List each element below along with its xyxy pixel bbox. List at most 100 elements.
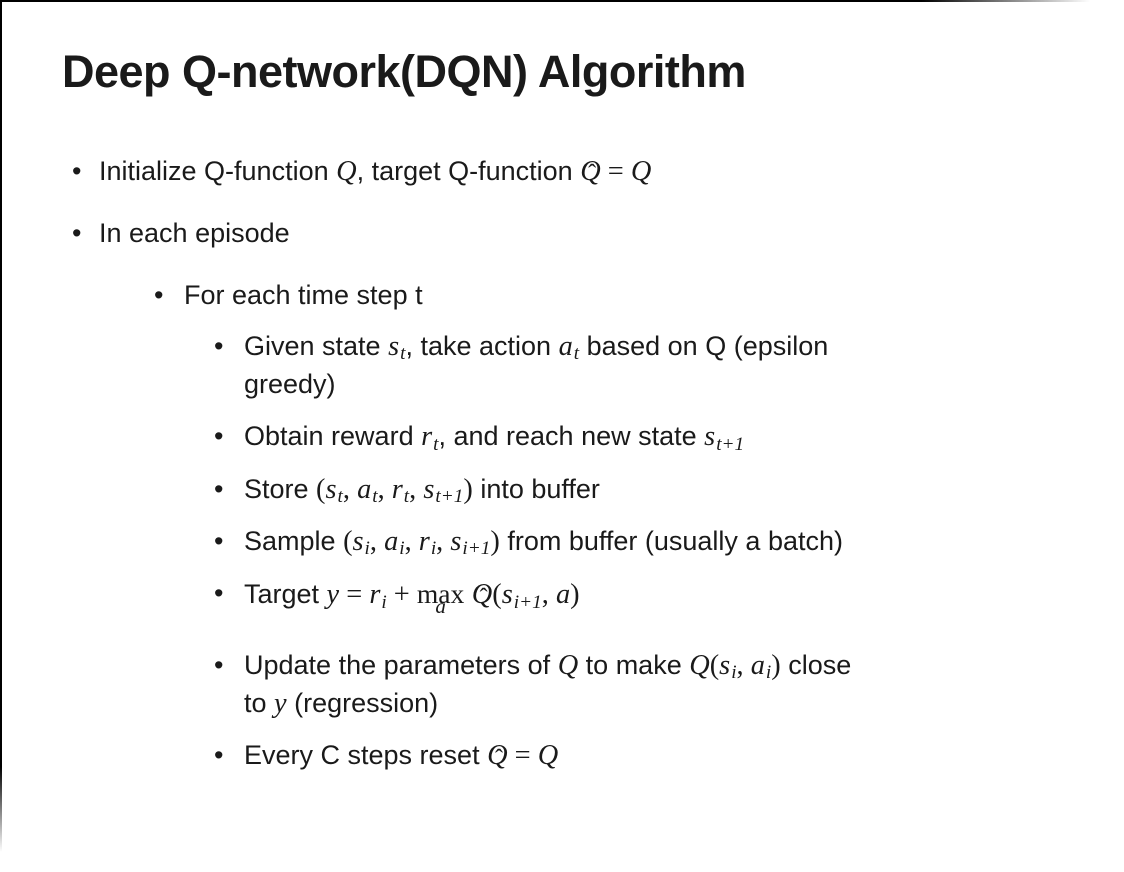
text-run: (regression) <box>286 688 439 719</box>
bullet-text: Store (st, at, rt, st+1) into buffer <box>244 470 600 508</box>
math-base: y <box>326 579 340 611</box>
math-base: s <box>704 421 716 453</box>
bullet-item: • In each episode <box>62 214 1090 252</box>
math-base: r <box>391 473 403 505</box>
operator-run: , <box>369 526 385 558</box>
slide-border-top <box>0 0 1124 2</box>
math-var: Q <box>689 650 709 681</box>
hat-accent-icon: ˆ <box>494 745 503 772</box>
math-var: si+1 <box>501 579 542 613</box>
slide-content: Deep Q-network(DQN) Algorithm •Initializ… <box>62 46 1090 774</box>
math-base: s <box>450 526 462 558</box>
math-var: ai <box>751 650 772 682</box>
bullet-item: •Update the parameters of Q to make Q(si… <box>62 646 1090 723</box>
math-base: a <box>384 526 399 558</box>
math-var: st+1 <box>423 473 464 507</box>
bullet-text: Initialize Q-function Q, target Q-functi… <box>99 152 651 190</box>
bullet-item: • For each time step t <box>62 276 1090 314</box>
text-run: Store <box>244 473 317 504</box>
math-base: Q <box>557 649 579 681</box>
slide-border-left <box>0 0 2 852</box>
subscript: t <box>433 433 439 455</box>
bullet-text: Update the parameters of Q to make Q(si,… <box>244 646 851 723</box>
math-base: Q <box>537 740 559 772</box>
math-base: s <box>388 330 400 362</box>
math-base: s <box>719 649 731 681</box>
math-base: s <box>325 473 337 505</box>
bullet-item: • Sample (si, ai, ri, si+1) from buffer (… <box>62 522 1090 560</box>
bullet-marker-icon: • <box>154 280 164 311</box>
math-var: ai <box>384 526 405 558</box>
text-run: Target <box>244 579 327 610</box>
math-var: rt <box>391 473 409 506</box>
math-var: st <box>388 330 405 363</box>
bullet-text: Sample (si, ai, ri, si+1) from buffer (u… <box>244 522 843 560</box>
math-base: Q <box>336 155 357 187</box>
subscript: i <box>364 538 370 560</box>
math-var: st+1 <box>704 421 744 454</box>
text-run: from buffer (usually a batch) <box>499 526 843 557</box>
subscript: t <box>337 485 343 507</box>
bullet-item: •Initialize Q-function Q, target Q-funct… <box>62 152 1090 190</box>
math-var: ri <box>419 526 437 560</box>
math-var: st <box>325 473 343 507</box>
operator-run: ( <box>316 473 326 505</box>
text-run: close <box>780 649 852 680</box>
math-base: r <box>369 579 381 611</box>
math-var: si <box>352 526 370 560</box>
math-base: Q <box>689 649 710 681</box>
math-var: y <box>327 579 340 610</box>
text-run <box>464 579 472 609</box>
math-var: y <box>274 688 287 719</box>
bullet-item: •Obtain reward rt, and reach new state s… <box>62 417 1090 455</box>
bullet-item: •Store (st, at, rt, st+1) into buffer <box>62 470 1090 508</box>
math-var: Q <box>336 156 356 187</box>
math-base: y <box>274 688 287 720</box>
text-run: Obtain reward <box>244 421 422 452</box>
bullet-marker-icon: • <box>214 526 224 557</box>
subscript: i <box>381 591 387 613</box>
math-var: rt <box>421 421 439 455</box>
math-base: r <box>421 421 433 453</box>
math-var: Q <box>538 740 558 771</box>
math-var: si+1 <box>450 526 490 558</box>
operator-run: + <box>386 579 417 611</box>
text-run: , target Q-function <box>356 155 581 186</box>
subscript: i <box>430 538 437 560</box>
subscript: i+1 <box>513 591 542 613</box>
operator-run: = <box>507 740 538 772</box>
math-base: Q <box>471 579 493 611</box>
math-base: s <box>501 579 513 611</box>
math-var: Q <box>631 156 651 187</box>
bullet-marker-icon: • <box>72 155 82 186</box>
bullet-text: Obtain reward rt, and reach new state st… <box>244 417 744 455</box>
operator-run: ) <box>463 473 473 505</box>
bullet-text: In each episode <box>99 214 290 252</box>
math-var: si <box>719 649 736 682</box>
operator-run: ) <box>490 526 500 558</box>
text-run: Update the parameters of <box>244 649 558 680</box>
math-base: s <box>423 473 435 505</box>
math-var: ri <box>369 579 387 613</box>
bullet-marker-icon: • <box>214 578 224 609</box>
text-run: For each time step t <box>184 280 423 311</box>
text-run: Sample <box>244 526 344 557</box>
math-base: Q <box>580 155 601 187</box>
bullet-marker-icon: • <box>214 740 224 771</box>
operator-run: , <box>404 526 419 558</box>
bullet-marker-icon: • <box>72 218 82 249</box>
text-run: to make <box>578 649 690 680</box>
math-base: Q <box>630 155 652 187</box>
text-run: Initialize Q-function <box>99 155 337 186</box>
text-run: , take action <box>405 330 559 361</box>
math-base: s <box>352 526 364 558</box>
operator-run: = <box>339 579 370 611</box>
operator-run: ( <box>492 579 502 611</box>
operator-run: ( <box>343 526 353 558</box>
subscript: t+1 <box>435 485 464 507</box>
